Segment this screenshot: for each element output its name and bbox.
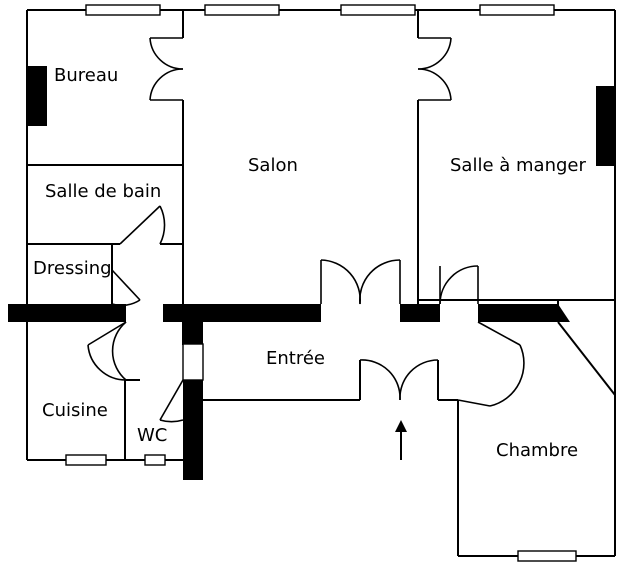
room-label-chambre: Chambre <box>496 440 578 461</box>
room-label-wc: WC <box>137 425 167 446</box>
entrance-arrow-icon <box>395 420 407 460</box>
room-label-entree: Entrée <box>266 348 325 369</box>
thick-walls <box>8 66 614 480</box>
room-label-salle-a-manger: Salle à manger <box>450 155 586 176</box>
room-label-bureau: Bureau <box>54 65 118 86</box>
room-label-salle-de-bain: Salle de bain <box>45 181 161 202</box>
doors <box>87 37 525 423</box>
room-label-salon: Salon <box>248 155 298 176</box>
room-label-cuisine: Cuisine <box>42 400 108 421</box>
room-label-dressing: Dressing <box>33 258 112 279</box>
windows <box>65 4 577 562</box>
